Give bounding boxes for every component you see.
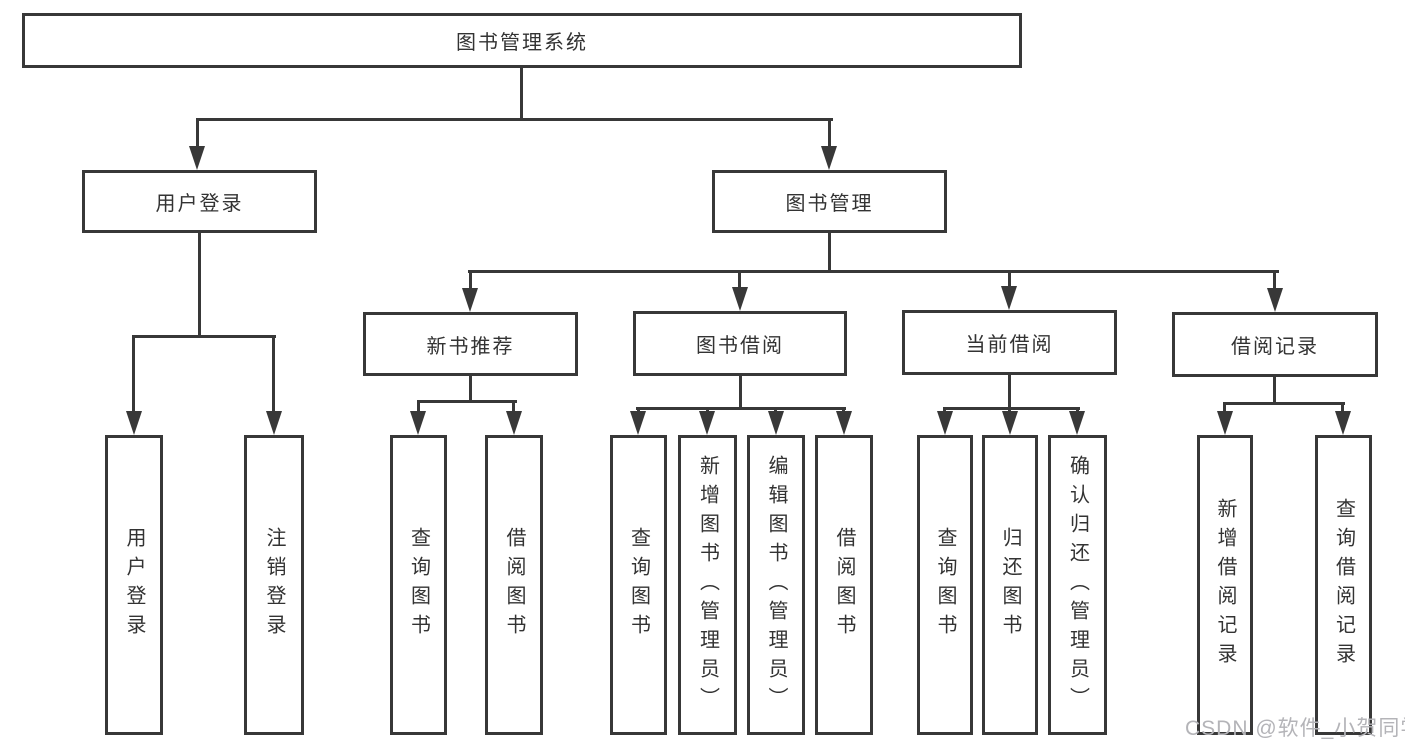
arrowhead-bb-add — [699, 411, 715, 435]
arrowhead-leaf-login — [126, 411, 142, 435]
arrowhead-bb-edit — [768, 411, 784, 435]
connector-current-borrow-stem — [1008, 375, 1011, 407]
node-label: 查询图书 — [627, 527, 650, 643]
node-label: 查询图书 — [934, 527, 956, 643]
node-label: 当前借阅 — [965, 334, 1054, 356]
connector-user-login-stem — [198, 233, 201, 335]
connector-drop-leaf-login — [132, 338, 135, 411]
arrowhead-new-book — [462, 288, 478, 312]
arrowhead-book-mgmt — [821, 146, 837, 170]
arrowhead-cb-confirm — [1069, 411, 1085, 435]
node-label: 借阅记录 — [1231, 336, 1319, 358]
arrowhead-br-query — [1335, 411, 1351, 435]
connector-drop-book-mgmt — [828, 121, 831, 147]
connector-borrow-record-bus — [1223, 402, 1345, 405]
node-leaf-nb-borrow-books: 借阅图书 — [485, 435, 543, 735]
node-leaf-bb-query-books: 查询图书 — [610, 435, 667, 735]
arrowhead-br-add — [1217, 411, 1233, 435]
node-label: 新书推荐 — [426, 335, 515, 358]
arrowhead-leaf-logout — [266, 411, 282, 435]
connector-book-borrow-stem — [739, 376, 742, 407]
node-label: 查询借阅记录 — [1332, 498, 1355, 672]
node-label: 新增图书（管理员） — [696, 454, 719, 716]
connector-drop-current-borrow — [1008, 273, 1011, 287]
node-label: 用户登录 — [123, 527, 145, 643]
node-leaf-cb-confirm-return-admin: 确认归还（管理员） — [1048, 435, 1107, 735]
connector-drop-nb-query — [417, 403, 420, 412]
watermark: CSDN @软件_小贺同学 — [1185, 717, 1405, 740]
connector-drop-user-login — [196, 121, 199, 147]
node-label: 借阅图书 — [833, 527, 855, 643]
arrowhead-nb-query — [410, 411, 426, 435]
node-leaf-logout: 注销登录 — [244, 435, 304, 735]
connector-root-stem — [520, 68, 523, 118]
arrowhead-current-borrow — [1001, 286, 1017, 310]
arrowhead-user-login — [189, 146, 205, 170]
connector-new-book-stem — [469, 376, 472, 400]
connector-drop-br-query — [1341, 405, 1344, 413]
node-label: 借阅图书 — [503, 527, 525, 643]
node-label: 新增借阅记录 — [1214, 498, 1236, 672]
node-borrowing-records: 借阅记录 — [1172, 312, 1378, 377]
node-user-login: 用户登录 — [82, 170, 317, 233]
node-label: 用户登录 — [155, 193, 244, 215]
node-label: 确认归还（管理员） — [1066, 454, 1089, 716]
node-leaf-br-add-record: 新增借阅记录 — [1197, 435, 1253, 735]
connector-user-login-bus — [132, 335, 276, 338]
connector-borrow-record-stem — [1273, 377, 1276, 402]
connector-drop-leaf-logout — [272, 338, 275, 411]
connector-drop-br-add — [1223, 405, 1226, 413]
node-leaf-bb-edit-books-admin: 编辑图书（管理员） — [747, 435, 805, 735]
node-leaf-cb-return-books: 归还图书 — [982, 435, 1038, 735]
arrowhead-cb-query — [937, 411, 953, 435]
node-current-borrowing: 当前借阅 — [902, 310, 1117, 375]
node-label: 图书借阅 — [696, 335, 784, 357]
node-label: 注销登录 — [263, 527, 285, 643]
connector-level2-bus — [468, 270, 1279, 273]
node-leaf-bb-borrow-books: 借阅图书 — [815, 435, 873, 735]
connector-level1-bus — [196, 118, 833, 121]
node-label: 编辑图书（管理员） — [765, 454, 787, 716]
node-leaf-cb-query-books: 查询图书 — [917, 435, 973, 735]
connector-drop-new-book — [469, 273, 472, 289]
connector-book-borrow-bus — [636, 407, 846, 410]
node-leaf-nb-query-books: 查询图书 — [390, 435, 447, 735]
node-label: 图书管理系统 — [456, 32, 588, 54]
node-label: 查询图书 — [407, 527, 430, 643]
node-leaf-bb-add-books-admin: 新增图书（管理员） — [678, 435, 737, 735]
node-leaf-user-login: 用户登录 — [105, 435, 163, 735]
arrowhead-borrow-record — [1267, 288, 1283, 312]
node-library-system: 图书管理系统 — [22, 13, 1022, 68]
connector-current-borrow-bus — [943, 407, 1080, 410]
node-label: 图书管理 — [785, 193, 874, 215]
arrowhead-bb-query — [630, 411, 646, 435]
arrowhead-bb-borrow — [836, 411, 852, 435]
arrowhead-book-borrow — [732, 287, 748, 311]
connector-new-book-bus — [417, 400, 517, 403]
connector-drop-nb-borrow — [512, 403, 515, 412]
connector-book-mgmt-stem — [828, 233, 831, 270]
connector-drop-borrow-record — [1273, 273, 1276, 289]
connector-drop-book-borrow — [738, 273, 741, 289]
arrowhead-nb-borrow — [506, 411, 522, 435]
node-new-book-recommend: 新书推荐 — [363, 312, 578, 376]
node-book-management: 图书管理 — [712, 170, 947, 233]
arrowhead-cb-return — [1002, 411, 1018, 435]
node-label: 归还图书 — [999, 527, 1021, 643]
node-book-borrowing: 图书借阅 — [633, 311, 847, 376]
node-leaf-br-query-record: 查询借阅记录 — [1315, 435, 1372, 735]
